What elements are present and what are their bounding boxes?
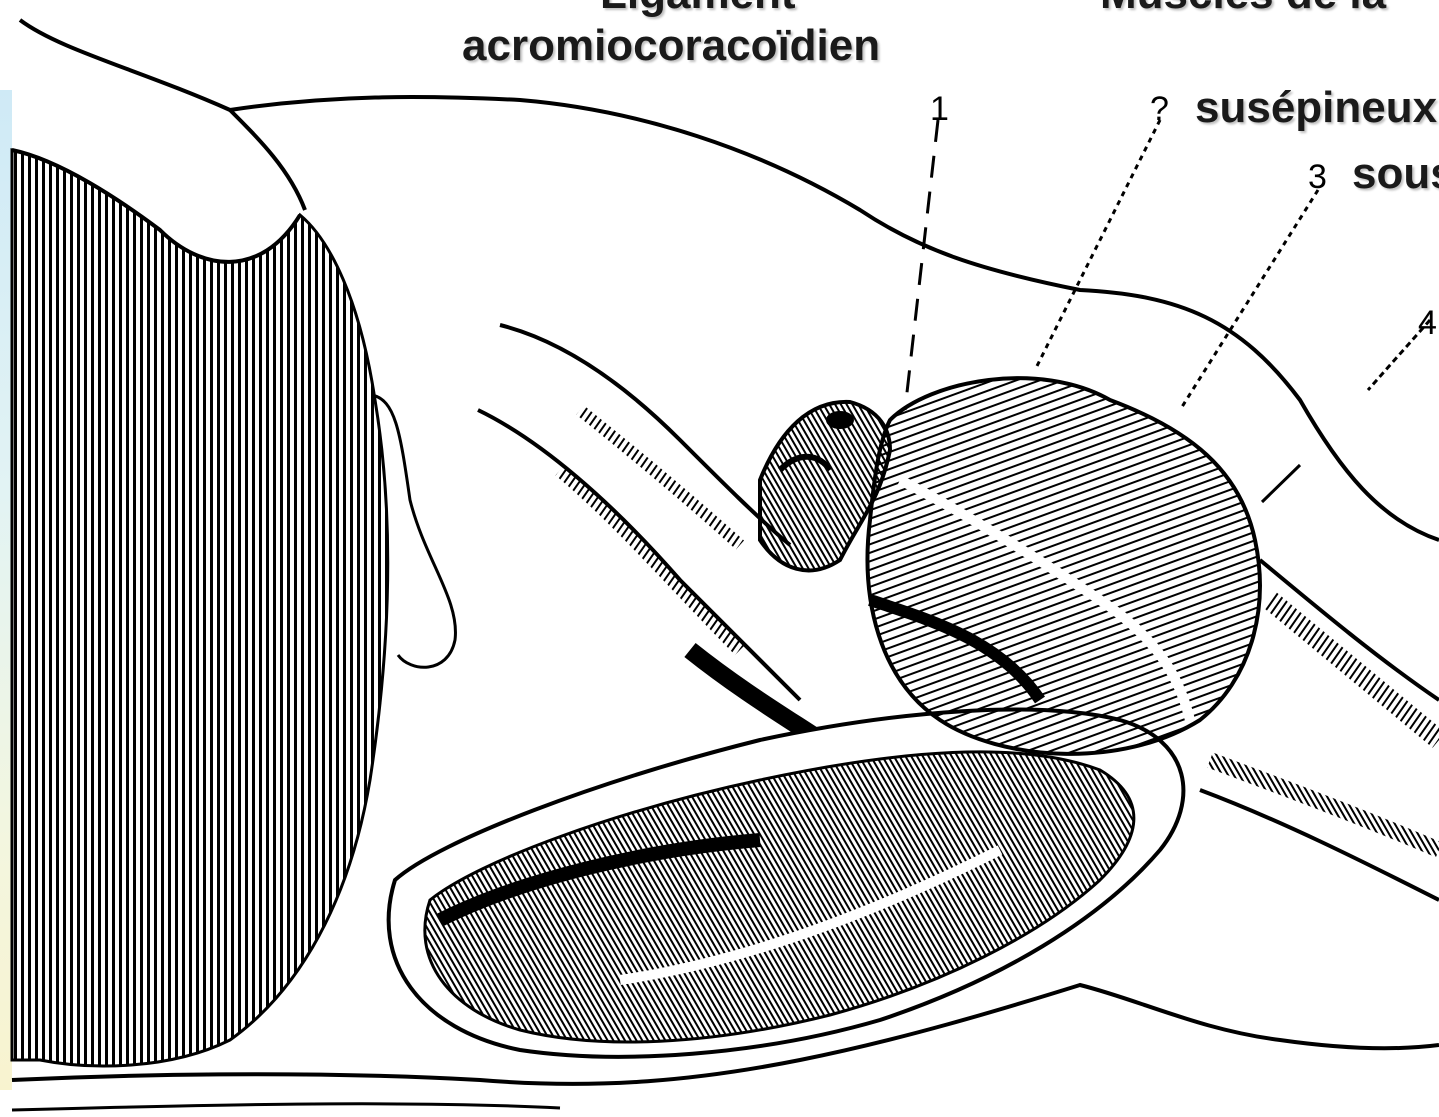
clavicle	[500, 325, 790, 545]
top-right-partial-label: Muscles de la	[1100, 0, 1386, 16]
title-line-2: acromiocoracoïdien	[462, 24, 880, 68]
title-line-1: Ligament	[600, 0, 796, 16]
leader-line-2	[1035, 120, 1160, 370]
rotator-cuff-dome	[868, 378, 1260, 754]
label-sous: sous	[1352, 152, 1439, 196]
callout-number-1: 1	[930, 92, 949, 126]
callout-number-3: 3	[1308, 160, 1327, 194]
glenoid-cavity	[389, 710, 1184, 1057]
humeral-head	[12, 150, 388, 1066]
label-susepineux: susépineux	[1195, 86, 1437, 130]
callout-number-2: ?	[1150, 92, 1169, 126]
leader-line-3	[1180, 190, 1318, 410]
callout-number-4: 4	[1418, 306, 1437, 340]
leader-line-1	[905, 120, 938, 410]
